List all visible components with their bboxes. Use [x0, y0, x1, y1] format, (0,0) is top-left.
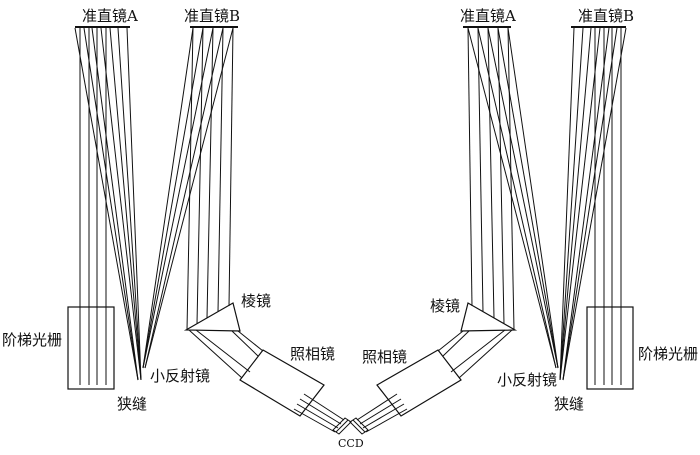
light-ray: [144, 27, 224, 369]
right-collimator-b-label: 准直镜B: [578, 7, 635, 25]
right-grating-box: [586, 306, 634, 390]
light-ray: [562, 27, 610, 381]
light-ray: [437, 330, 464, 352]
light-ray: [362, 403, 405, 429]
light-ray: [365, 408, 408, 433]
ccd-element: [352, 419, 366, 433]
right-small-mirror-label: 小反射镜: [497, 371, 558, 389]
light-ray: [109, 27, 142, 381]
right-prism-label: 棱镜: [430, 297, 461, 315]
light-ray: [477, 27, 484, 313]
right-camera-lens-label: 照相镜: [362, 348, 408, 366]
ccd-detector: [332, 417, 369, 435]
ccd-element: [349, 417, 369, 435]
light-ray: [217, 27, 224, 313]
light-ray: [237, 330, 264, 352]
light-ray: [293, 408, 336, 433]
right-light-rays: [356, 27, 627, 433]
light-ray: [477, 27, 557, 369]
light-ray: [442, 330, 470, 357]
right-slit-label: 狭缝: [554, 395, 585, 413]
left-slit-label: 狭缝: [117, 395, 148, 413]
light-ray: [117, 27, 142, 381]
light-ray: [144, 27, 234, 369]
left-light-rays: [74, 27, 345, 433]
left-collimator-b-label: 准直镜B: [184, 7, 241, 25]
light-ray: [497, 27, 559, 369]
ccd-element: [332, 417, 352, 435]
light-ray: [559, 27, 575, 381]
light-ray: [296, 403, 339, 429]
light-ray: [74, 27, 139, 381]
light-ray: [487, 27, 559, 369]
light-ray: [303, 393, 345, 421]
light-ray: [142, 27, 194, 369]
light-ray: [562, 27, 627, 381]
light-ray: [228, 27, 234, 307]
light-ray: [507, 27, 559, 369]
ccd-label: CCD: [338, 437, 364, 450]
light-ray: [359, 398, 402, 425]
light-ray: [231, 330, 259, 357]
light-ray: [562, 27, 618, 381]
left-grating-label: 阶梯光栅: [2, 331, 63, 349]
light-ray: [206, 27, 214, 319]
right-spectrometer: [356, 26, 634, 433]
left-spectrometer: [67, 26, 345, 433]
light-ray: [458, 329, 513, 379]
right-collimator-a-label: 准直镜A: [460, 7, 516, 25]
light-ray: [195, 329, 251, 373]
light-ray: [487, 27, 495, 319]
right-prism-shape: [460, 302, 518, 332]
light-ray: [559, 27, 592, 381]
light-ray: [467, 27, 557, 369]
left-small-mirror-label: 小反射镜: [150, 367, 211, 385]
light-ray: [83, 27, 139, 381]
light-ray: [467, 27, 473, 307]
light-ray: [126, 27, 142, 381]
light-ray: [497, 27, 505, 325]
left-prism-shape: [183, 302, 241, 332]
light-ray: [559, 27, 601, 381]
left-camera-lens-label: 照相镜: [290, 345, 336, 363]
light-ray: [559, 27, 584, 381]
light-ray: [142, 27, 214, 369]
left-grating-box: [67, 306, 115, 390]
left-prism-label: 棱镜: [241, 292, 272, 310]
right-grating-label: 阶梯光栅: [638, 345, 699, 363]
light-ray: [91, 27, 139, 381]
light-ray: [100, 27, 142, 381]
light-ray: [299, 398, 342, 425]
light-ray: [142, 27, 204, 369]
ccd-element: [335, 419, 349, 433]
light-ray: [188, 329, 243, 379]
light-ray: [356, 393, 398, 421]
light-ray: [196, 27, 204, 325]
light-ray: [186, 27, 194, 331]
light-ray: [450, 329, 506, 373]
left-collimator-a-label: 准直镜A: [82, 7, 138, 25]
light-ray: [507, 27, 515, 331]
